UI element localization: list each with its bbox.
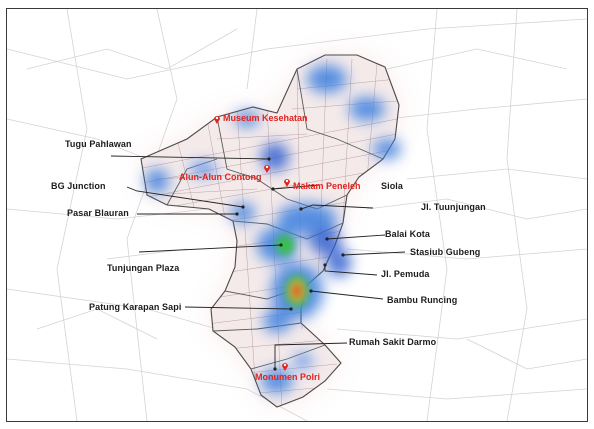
label-pasar-blauran: Pasar Blauran bbox=[67, 208, 129, 218]
label-tunjungan-plaza: Tunjungan Plaza bbox=[107, 263, 180, 273]
label-jl-tuunjungan: Jl. Tuunjungan bbox=[421, 202, 486, 212]
map-canvas[interactable] bbox=[7, 9, 587, 421]
label-siola: Siola bbox=[381, 181, 404, 191]
heatmap-layer bbox=[145, 65, 401, 393]
makam-peneleh-pin-icon[interactable] bbox=[283, 177, 291, 187]
poi-monumen-polri[interactable]: Monumen Polri bbox=[255, 372, 320, 382]
label-bg-junction: BG Junction bbox=[51, 181, 106, 191]
street-grid bbox=[7, 9, 587, 421]
label-stasiub-gubeng: Stasiub Gubeng bbox=[410, 247, 481, 257]
poi-museum-kesehatan[interactable]: Museum Kesehatan bbox=[223, 113, 308, 123]
map-frame: Museum Kesehatan Alun-Alun Contong Makam… bbox=[6, 8, 588, 422]
alun-alun-contong-pin-icon[interactable] bbox=[263, 163, 271, 173]
leader-arrowheads bbox=[235, 157, 345, 371]
label-bambu-runcing: Bambu Runcing bbox=[387, 295, 458, 305]
label-patung-karapan-sapi: Patung Karapan Sapi bbox=[89, 302, 182, 312]
monumen-polri-pin-icon[interactable] bbox=[281, 361, 289, 371]
label-rumah-sakit-darmo: Rumah Sakit Darmo bbox=[349, 337, 437, 347]
museum-kesehatan-pin-icon[interactable] bbox=[213, 114, 221, 124]
leader-lines bbox=[110, 155, 406, 369]
poi-makam-peneleh[interactable]: Makam Peneleh bbox=[293, 181, 361, 191]
poi-alun-alun-contong[interactable]: Alun-Alun Contong bbox=[179, 172, 262, 182]
label-balai-kota: Balai Kota bbox=[385, 229, 431, 239]
label-jl-pemuda: Jl. Pemuda bbox=[381, 269, 430, 279]
label-tugu-pahlawan: Tugu Pahlawan bbox=[65, 139, 132, 149]
